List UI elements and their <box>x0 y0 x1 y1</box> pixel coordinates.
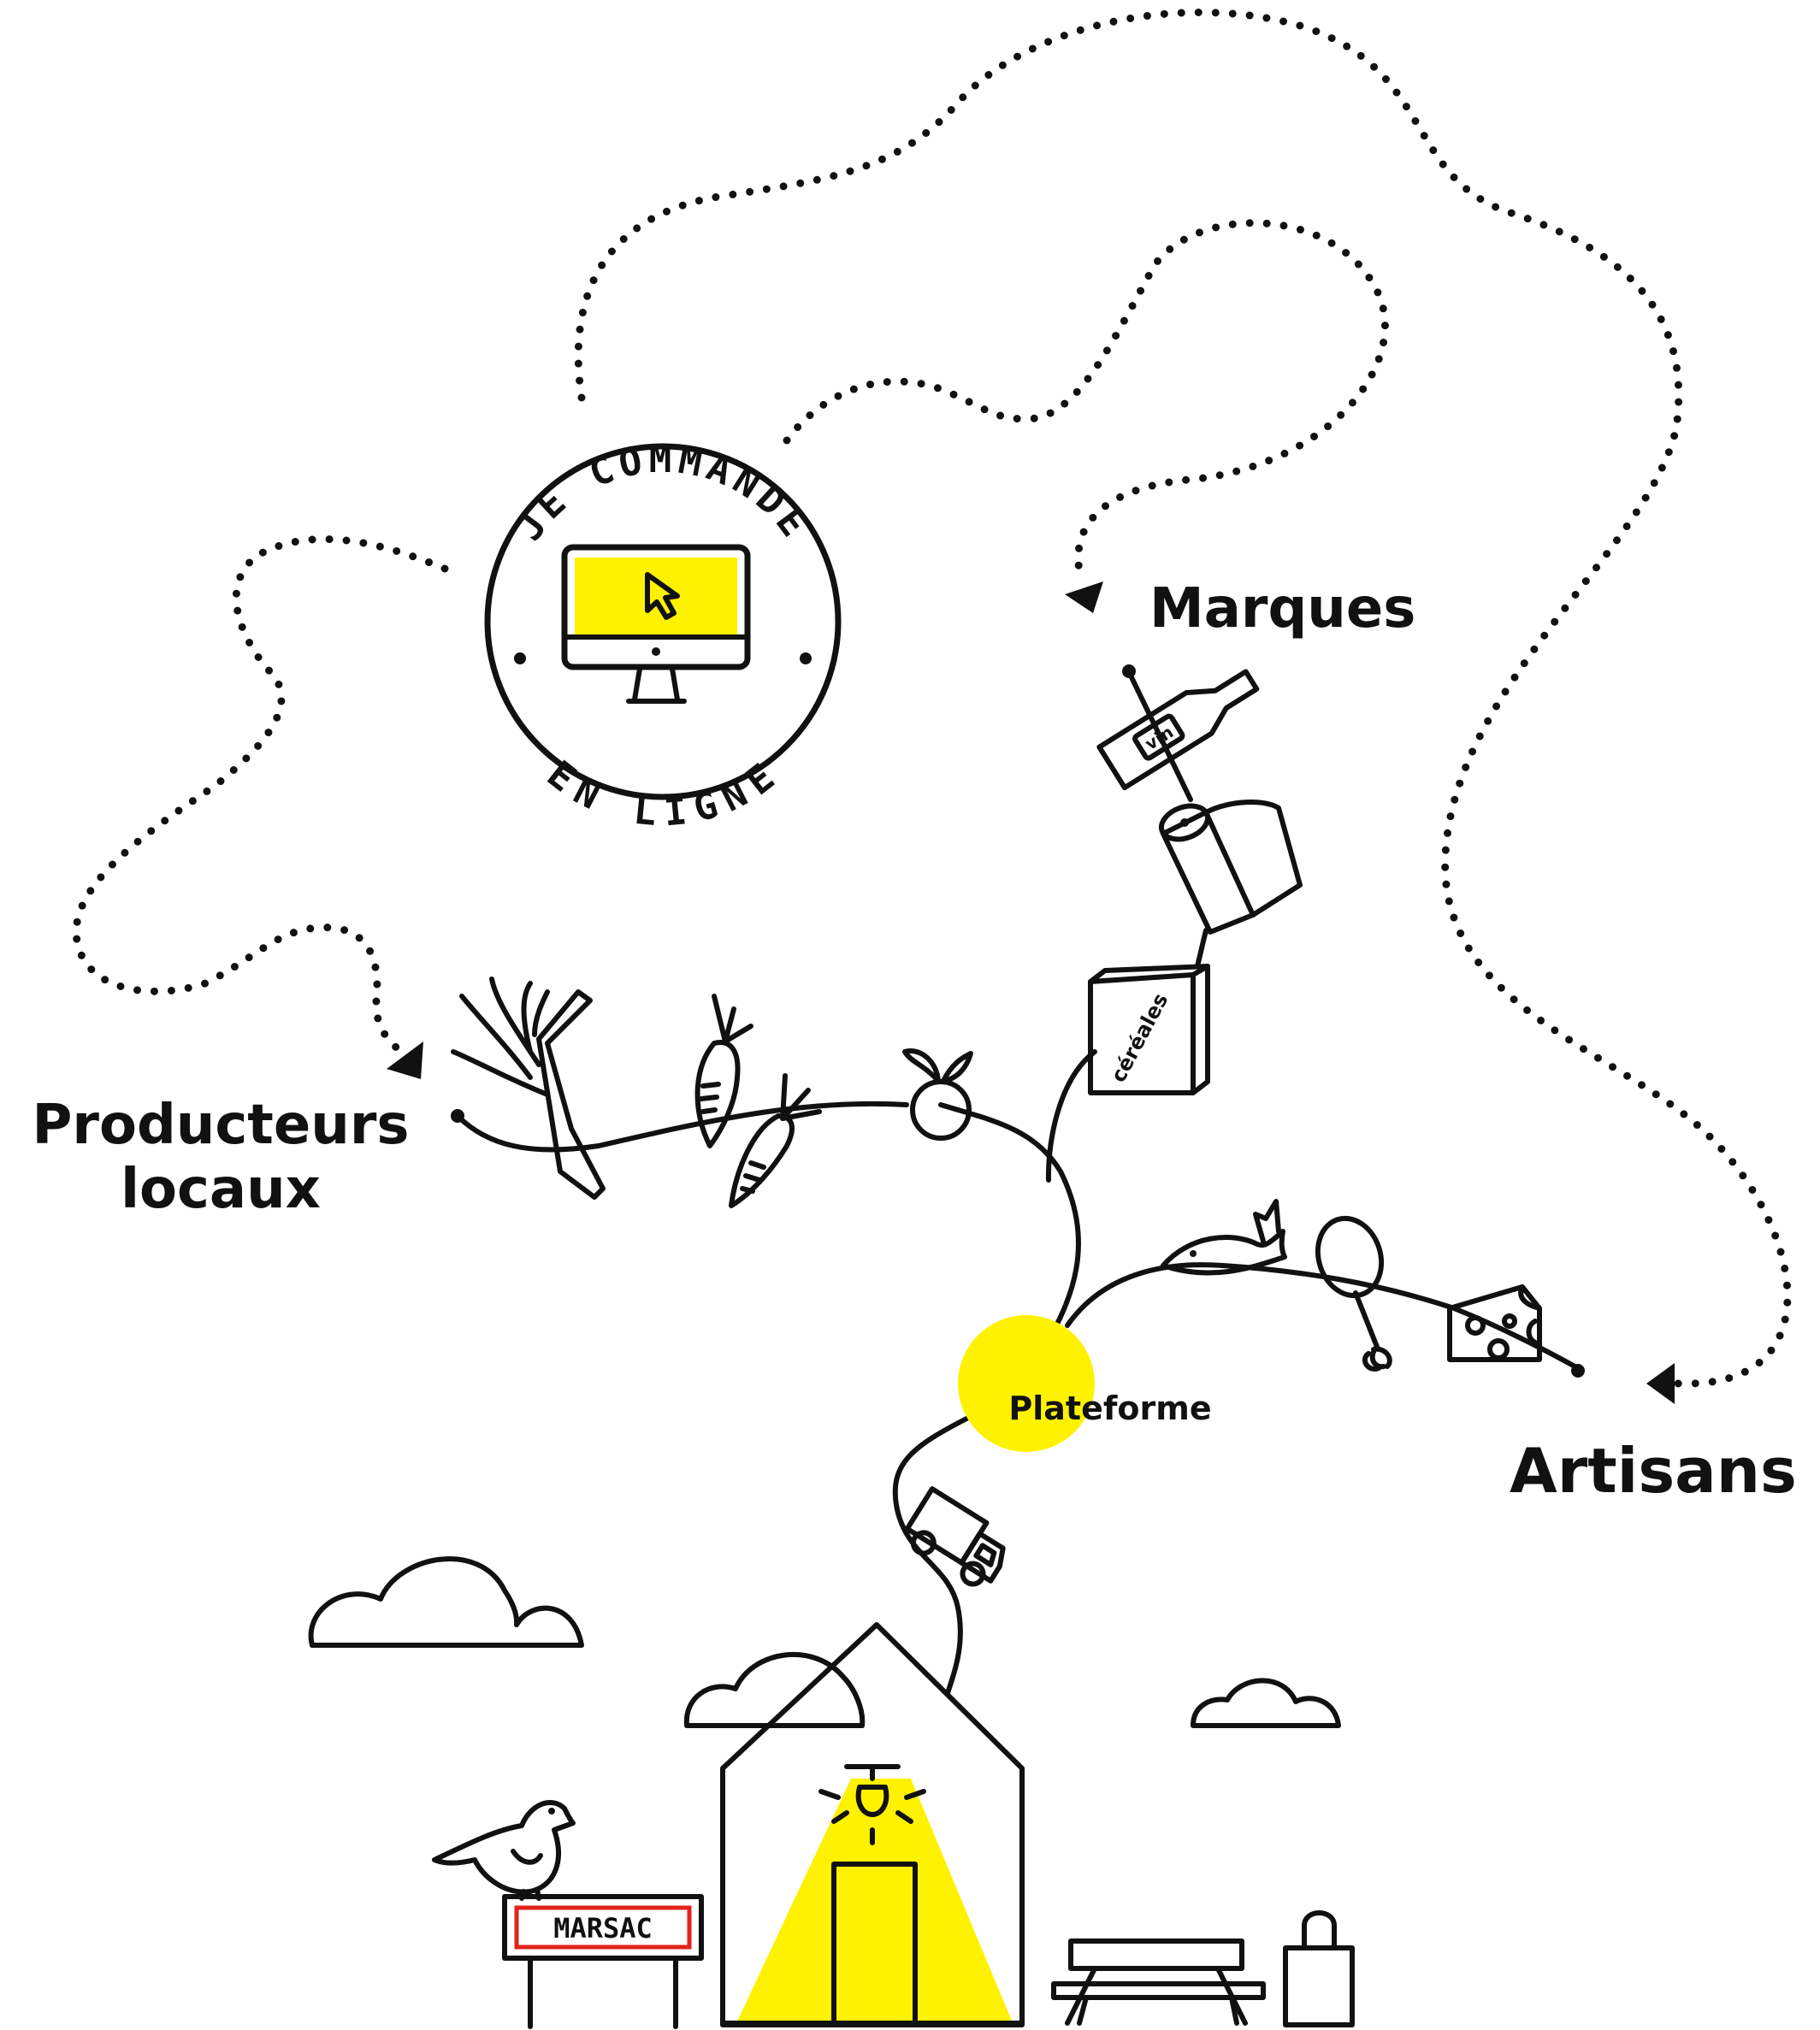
producteurs-label-line1: Producteurs <box>32 1094 410 1157</box>
flow-to-producteurs <box>72 535 449 1056</box>
wine-bottle-icon: vin <box>1096 664 1260 802</box>
wine-label: vin <box>1141 722 1177 754</box>
badge-dot-right-icon <box>800 652 812 664</box>
town-sign-label: MARSAC <box>553 1912 653 1944</box>
carrot-icon <box>729 1073 822 1208</box>
order-online-badge[interactable]: JE COMMANDE EN LIGNE <box>484 438 842 835</box>
carrot-icon <box>694 994 753 1148</box>
plateforme-node[interactable]: Plateforme <box>958 1315 1212 1452</box>
cereal-label: céréales <box>1106 989 1173 1086</box>
paper-towel-icon <box>1158 800 1303 969</box>
town-sign: MARSAC <box>502 1894 704 2029</box>
order-flow-arrows <box>72 9 1792 1404</box>
arrowhead-marques-icon <box>1065 581 1103 613</box>
branch-producteurs <box>455 1101 909 1153</box>
cereal-box-icon: céréales <box>1088 964 1210 1095</box>
shopping-bag-icon <box>1283 1910 1355 2027</box>
chicken-leg-icon <box>1315 1215 1392 1372</box>
mouse-cursor-icon <box>645 572 680 620</box>
cloud-icon <box>308 1556 584 1648</box>
arrowhead-producteurs-icon <box>387 1042 423 1079</box>
flow-to-artisans <box>574 9 1792 1388</box>
leek-icon <box>451 977 606 1200</box>
bench-icon <box>1051 1939 1266 2026</box>
house-icon <box>720 1622 1025 2027</box>
apple-icon <box>902 1048 973 1141</box>
bird-icon <box>432 1799 576 1901</box>
fish-icon <box>1161 1199 1287 1276</box>
flow-to-marques <box>783 219 1389 586</box>
marques-label: Marques <box>1149 577 1415 640</box>
producteurs-label-line2: locaux <box>121 1158 321 1221</box>
delivery-truck-icon <box>904 1486 1006 1587</box>
cloud-icon <box>1191 1678 1341 1728</box>
computer-monitor-icon <box>561 544 751 704</box>
plateforme-label: Plateforme <box>1008 1390 1211 1427</box>
branch-marques <box>1045 1049 1097 1183</box>
badge-dot-left-icon <box>514 652 526 664</box>
branch-artisans <box>1065 1262 1581 1371</box>
cloud-icon <box>683 1651 866 1728</box>
arrowhead-artisans-icon <box>1646 1363 1675 1404</box>
artisans-label: Artisans <box>1510 1435 1797 1507</box>
cheese-icon <box>1447 1284 1542 1362</box>
trunk-upper <box>938 1102 1082 1371</box>
